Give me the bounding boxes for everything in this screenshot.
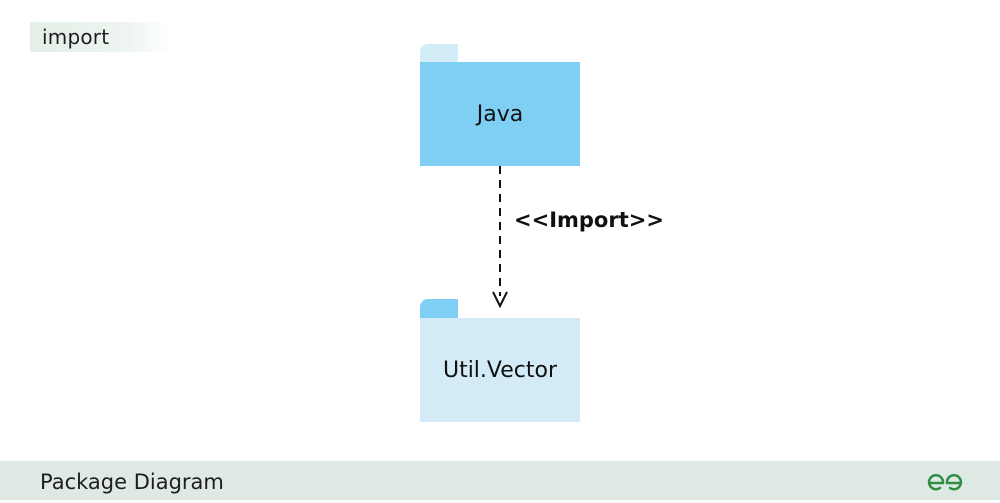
topic-tag: import [30, 22, 170, 52]
topic-tag-label: import [42, 25, 110, 49]
util-vector-package: Util.Vector [420, 318, 580, 422]
geeksforgeeks-logo-icon [927, 474, 963, 491]
footer-bar: Package Diagram [0, 461, 1000, 500]
java-package: Java [420, 62, 580, 166]
java-package-label: Java [476, 101, 524, 127]
footer-title: Package Diagram [40, 470, 224, 494]
util-vector-package-label: Util.Vector [442, 357, 558, 383]
import-dependency-arrow [492, 166, 508, 309]
import-relationship-label: <<Import>> [514, 208, 664, 232]
java-package-tab [420, 44, 458, 64]
util-vector-package-tab [420, 299, 458, 319]
arrowhead-icon [492, 291, 508, 309]
